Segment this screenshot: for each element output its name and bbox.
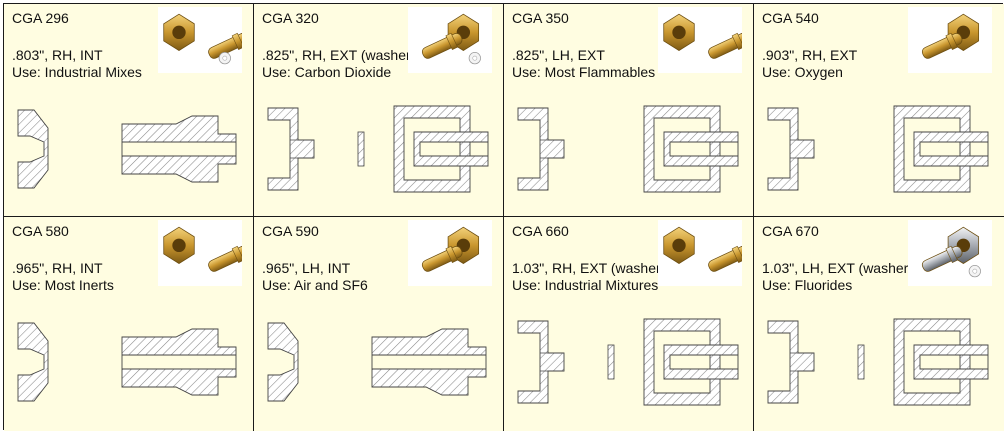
valve-outlet-section bbox=[17, 109, 49, 189]
fitting-photo bbox=[663, 226, 742, 272]
cross-section-drawing bbox=[504, 88, 752, 212]
cga-code: CGA 670 bbox=[762, 223, 819, 239]
cross-section-drawing bbox=[754, 88, 1002, 212]
cga-use: Use: Most Inerts bbox=[12, 277, 114, 293]
cga-spec: .825", RH, EXT (washer) bbox=[262, 47, 416, 63]
valve-outlet-section bbox=[267, 322, 299, 402]
nut-and-nipple-photo bbox=[158, 220, 242, 286]
nut-nipple-section bbox=[893, 318, 989, 406]
cga-use: Use: Carbon Dioxide bbox=[262, 64, 392, 80]
fitting-photo bbox=[663, 13, 742, 59]
nut-nipple-section bbox=[371, 328, 487, 396]
cga-use: Use: Air and SF6 bbox=[262, 277, 368, 293]
cga-use: Use: Industrial Mixes bbox=[12, 64, 142, 80]
nut-nipple-section bbox=[393, 105, 489, 193]
fitting-photo bbox=[163, 13, 242, 65]
fitting-photo bbox=[921, 13, 980, 59]
cga-spec: .803", RH, INT bbox=[12, 47, 103, 63]
cga-code: CGA 350 bbox=[512, 10, 569, 26]
cga-code: CGA 660 bbox=[512, 223, 569, 239]
valve-outlet-section bbox=[767, 107, 815, 191]
cga-cell: CGA 670 1.03", LH, EXT (washer)Use: Fluor… bbox=[754, 217, 1004, 431]
valve-outlet-section bbox=[767, 320, 815, 404]
cga-code: CGA 320 bbox=[262, 10, 319, 26]
cga-code: CGA 590 bbox=[262, 223, 319, 239]
cga-spec: .965", LH, INT bbox=[262, 260, 351, 276]
nut-and-nipple-photo bbox=[408, 220, 492, 286]
nut-nipple-washer-photo bbox=[408, 7, 492, 73]
nut-and-nipple-with-washer-photo bbox=[158, 7, 242, 73]
cga-use: Use: Oxygen bbox=[762, 64, 843, 80]
fitting-photo bbox=[421, 226, 480, 272]
nut-nipple-section bbox=[643, 318, 739, 406]
valve-outlet-section bbox=[517, 320, 565, 404]
fitting-photo bbox=[921, 226, 981, 278]
cga-use: Use: Fluorides bbox=[762, 277, 853, 293]
cga-code: CGA 296 bbox=[12, 10, 69, 26]
cross-section-drawing bbox=[504, 301, 752, 425]
cross-section-drawing bbox=[254, 88, 502, 212]
cross-section-drawing bbox=[754, 301, 1002, 425]
cga-use: Use: Industrial Mixtures bbox=[512, 277, 659, 293]
fitting-photo bbox=[163, 226, 242, 272]
nut-and-nipple-photo bbox=[658, 220, 742, 286]
valve-outlet-section bbox=[267, 107, 315, 191]
nut-nipple-section bbox=[121, 328, 237, 396]
washer-section bbox=[607, 344, 615, 380]
cga-spec: .825", LH, EXT bbox=[512, 47, 605, 63]
cross-section-drawing bbox=[4, 88, 252, 212]
nut-and-nipple-photo bbox=[658, 7, 742, 73]
cross-section-drawing bbox=[254, 301, 502, 425]
fitting-photo bbox=[421, 13, 481, 65]
cga-use: Use: Most Flammables bbox=[512, 64, 656, 80]
nut-nipple-section bbox=[643, 105, 739, 193]
nut-nipple-section bbox=[893, 105, 989, 193]
cross-section-drawing bbox=[4, 301, 252, 425]
valve-outlet-section bbox=[517, 107, 565, 191]
washer-section bbox=[357, 131, 365, 167]
cga-spec: .965", RH, INT bbox=[12, 260, 103, 276]
cga-cell: CGA 320 .825", RH, EXT (washer)Use: Carbo… bbox=[254, 4, 504, 217]
stainless-nut-nipple-washer-photo bbox=[908, 220, 992, 286]
nut-and-nipple-photo bbox=[908, 7, 992, 73]
cga-code: CGA 540 bbox=[762, 10, 819, 26]
washer-section bbox=[857, 344, 865, 380]
cga-spec: .903", RH, EXT bbox=[762, 47, 858, 63]
valve-outlet-section bbox=[17, 322, 49, 402]
cga-spec: 1.03", LH, EXT (washer) bbox=[762, 260, 913, 276]
cga-cell: CGA 660 1.03", RH, EXT (washer)Use: Indus… bbox=[504, 217, 754, 431]
cga-spec: 1.03", RH, EXT (washer) bbox=[512, 260, 666, 276]
cga-code: CGA 580 bbox=[12, 223, 69, 239]
nut-nipple-section bbox=[121, 115, 237, 183]
